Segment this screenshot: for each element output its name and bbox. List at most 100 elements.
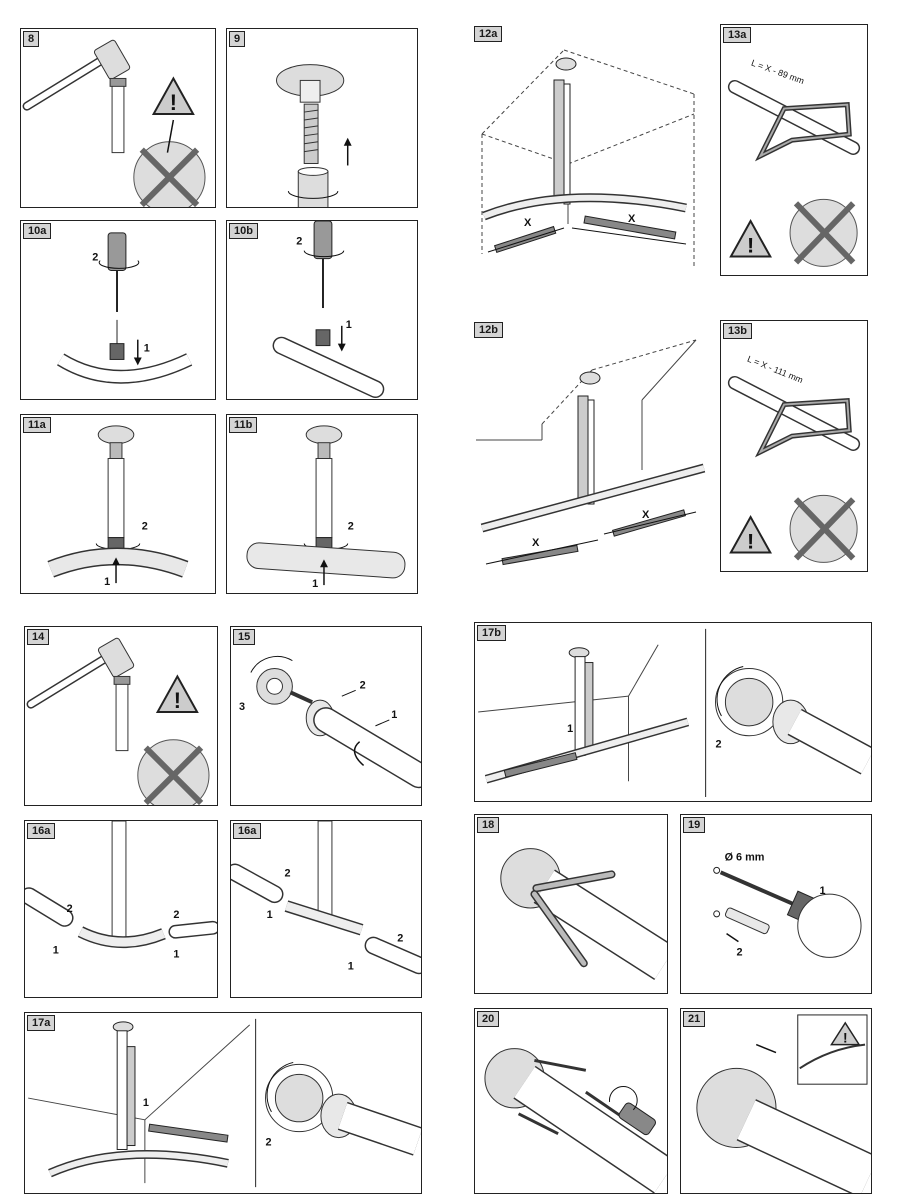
screwdriver-icon	[313, 221, 333, 309]
step-8-panel: 8 !	[20, 28, 216, 208]
step-number: 12a	[474, 26, 503, 42]
svg-text:1: 1	[348, 960, 354, 972]
svg-text:2: 2	[736, 946, 742, 958]
svg-text:!: !	[170, 90, 177, 115]
step-19-panel: 19 Ø 6 mm 1 2	[680, 814, 872, 994]
svg-text:1: 1	[346, 319, 352, 331]
svg-text:!: !	[747, 233, 754, 258]
warning-icon: !	[729, 514, 773, 554]
step-number: 17a	[27, 1015, 56, 1031]
svg-text:!: !	[747, 529, 754, 554]
hammer-icon	[26, 637, 135, 709]
step-16a-illustration-2: 2 1 2 1	[231, 821, 421, 975]
svg-text:Ø 6 mm: Ø 6 mm	[725, 851, 765, 863]
svg-text:!: !	[174, 688, 181, 713]
step-11a-illustration: 2 1	[47, 425, 189, 588]
svg-text:2: 2	[284, 867, 290, 879]
svg-text:1: 1	[144, 343, 150, 355]
svg-text:2: 2	[67, 903, 73, 915]
step-17b-illustration: 1 2	[478, 628, 871, 798]
step-13b-illustration: L = X - 111 mm !	[727, 354, 861, 563]
step-10b-panel: 10b 2 1	[226, 220, 418, 400]
level-icon	[148, 1123, 229, 1143]
saw-icon	[754, 398, 852, 458]
step-21-illustration: !	[696, 1014, 871, 1193]
step-10b-illustration: 2 1	[272, 221, 385, 399]
step-number: 9	[229, 31, 246, 47]
step-11b-panel: 11b 2 1	[226, 414, 418, 594]
step-11b-illustration: 2 1	[246, 425, 406, 590]
svg-text:2: 2	[266, 1137, 272, 1149]
step-17a-illustration: 1 2	[28, 1018, 421, 1188]
svg-text:2: 2	[360, 679, 366, 691]
svg-text:X: X	[532, 537, 540, 549]
level-icon	[503, 752, 578, 778]
warning-icon: !	[729, 218, 773, 258]
svg-text:3: 3	[239, 701, 245, 713]
warning-icon: !	[830, 1021, 861, 1046]
screwdriver-icon	[585, 1090, 656, 1136]
step-number: 18	[477, 817, 500, 833]
step-13a-illustration: L = X - 89 mm !	[727, 58, 861, 267]
svg-text:1: 1	[173, 948, 179, 960]
step-16a-illustration-1: 2 1 2 1	[25, 821, 217, 960]
step-15-illustration: 3 2 1	[239, 655, 421, 789]
svg-text:1: 1	[820, 885, 826, 897]
level-icon	[493, 215, 677, 254]
step-number: 11a	[23, 417, 51, 433]
step-number: 13a	[723, 27, 752, 43]
wrench-icon	[530, 870, 616, 968]
step-10a-panel: 10a 2 1	[20, 220, 216, 400]
step-number: 16a	[233, 823, 262, 839]
svg-text:1: 1	[567, 723, 573, 735]
svg-text:1: 1	[104, 576, 110, 588]
saw-icon	[754, 102, 852, 162]
step-number: 20	[477, 1011, 500, 1027]
step-14-illustration: !	[26, 637, 210, 805]
step-20-panel: 20	[474, 1008, 668, 1194]
svg-text:1: 1	[53, 944, 59, 956]
step-16a-panel-1: 16a 2 1 2 1	[24, 820, 218, 998]
step-number: 16a	[27, 823, 56, 839]
step-18-illustration	[500, 848, 667, 980]
step-number: 10a	[23, 223, 52, 239]
svg-text:1: 1	[391, 709, 397, 721]
step-number: 17b	[477, 625, 506, 641]
step-10a-illustration: 2 1	[57, 232, 193, 384]
svg-text:2: 2	[716, 739, 722, 751]
warning-icon: !	[155, 674, 199, 713]
svg-text:2: 2	[142, 521, 148, 533]
svg-text:L = X - 111 mm: L = X - 111 mm	[746, 354, 805, 385]
step-20-illustration	[484, 1048, 667, 1193]
svg-text:2: 2	[348, 521, 354, 533]
step-14-panel: 14 !	[24, 626, 218, 806]
step-number: 14	[27, 629, 50, 645]
step-number: 8	[23, 31, 40, 47]
step-number: 15	[233, 629, 256, 645]
step-number: 13b	[723, 323, 752, 339]
step-11a-panel: 11a 2 1	[20, 414, 216, 594]
screwdriver-icon	[107, 232, 127, 312]
step-16a-panel-2: 16a 2 1 2 1	[230, 820, 422, 998]
step-8-illustration: !	[22, 39, 206, 207]
step-number: 19	[683, 817, 706, 833]
step-number: 10b	[229, 223, 258, 239]
step-9-illustration	[276, 64, 352, 207]
step-9-panel: 9	[226, 28, 418, 208]
hammer-icon	[22, 39, 131, 111]
step-number: 11b	[229, 417, 258, 433]
svg-text:2: 2	[397, 933, 403, 945]
svg-text:X: X	[628, 213, 636, 225]
step-12b-panel: 12b X X	[472, 320, 710, 576]
svg-text:L = X - 89 mm: L = X - 89 mm	[750, 58, 806, 86]
svg-text:2: 2	[296, 236, 302, 248]
step-15-panel: 15 3 2 1	[230, 626, 422, 806]
svg-text:1: 1	[312, 578, 318, 590]
step-number: 21	[683, 1011, 706, 1027]
step-19-illustration: Ø 6 mm 1 2	[713, 851, 862, 958]
step-number: 12b	[474, 322, 503, 338]
step-17a-panel: 17a 1 2	[24, 1012, 422, 1194]
drill-icon	[719, 870, 862, 958]
warning-icon: !	[151, 76, 195, 115]
svg-text:!: !	[843, 1030, 848, 1046]
